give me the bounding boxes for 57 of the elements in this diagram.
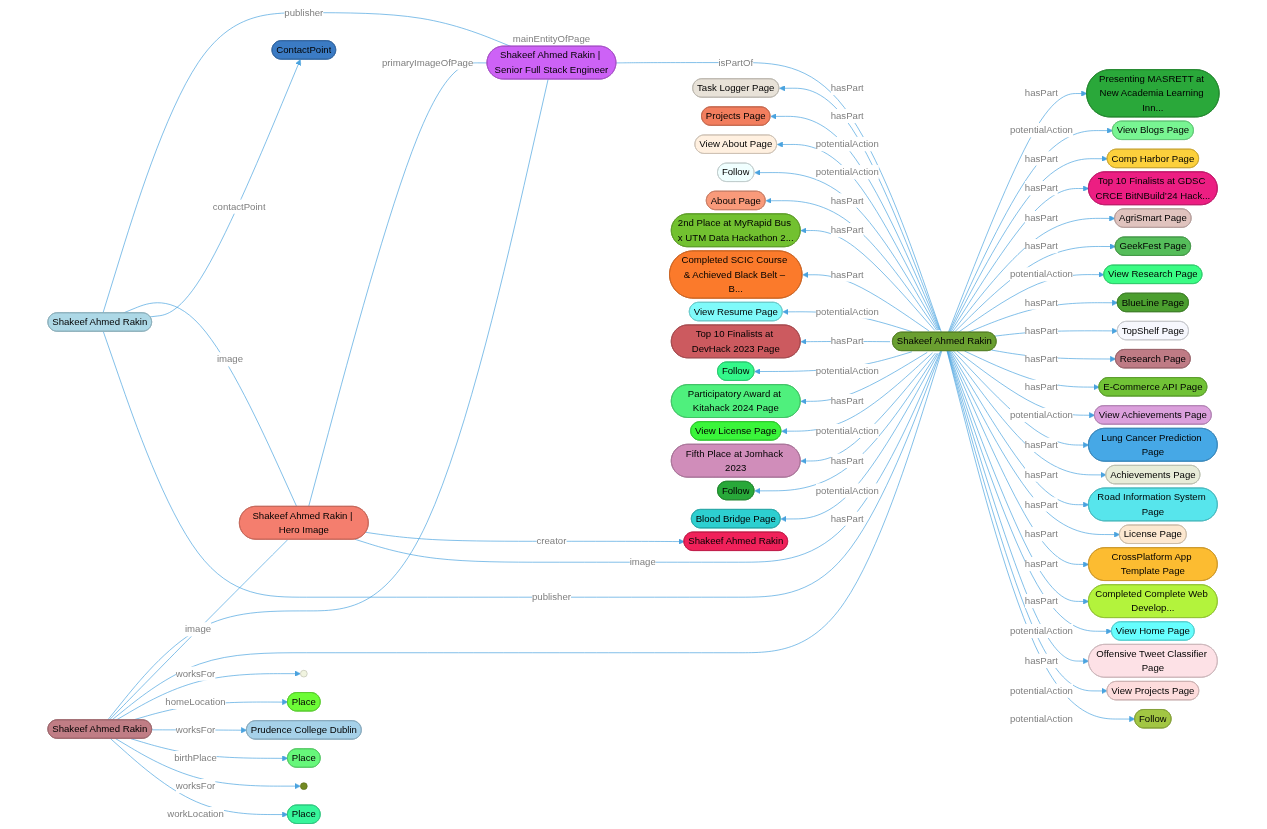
edge-label: hasPart (830, 395, 864, 407)
edge-label: creator (536, 535, 567, 547)
edge-label: potentialAction (815, 365, 879, 377)
edge-label: hasPart (1024, 182, 1058, 194)
edge-label: hasPart (1024, 296, 1058, 308)
edge-label: worksFor (175, 667, 216, 679)
edge-label: contactPoint (212, 200, 266, 212)
edge-label: hasPart (1024, 352, 1058, 364)
edge-label: potentialAction (1009, 625, 1073, 637)
edge-label: image (629, 556, 656, 568)
edge-label: hasPart (1024, 558, 1058, 570)
edge-label: hasPart (1024, 528, 1058, 540)
edge-label: worksFor (175, 780, 216, 792)
node-circle (300, 669, 308, 678)
edge-label: hasPart (1024, 212, 1058, 224)
edge-label: hasPart (1024, 324, 1058, 336)
edge-label: hasPart (1024, 152, 1058, 164)
edge-label: hasPart (830, 268, 864, 280)
edge-label: hasPart (1024, 595, 1058, 607)
edge-label: hasPart (830, 224, 864, 236)
edge-label: image (184, 623, 212, 635)
edge-label: potentialAction (815, 138, 879, 150)
edge-label: worksFor (175, 724, 216, 736)
edge-label: hasPart (830, 512, 864, 524)
edge-label: potentialAction (1009, 124, 1073, 136)
edge-label: homeLocation (165, 695, 226, 707)
edge-label: birthPlace (174, 752, 217, 764)
edge-label: workLocation (167, 808, 224, 820)
edge-label: primaryImageOfPage (382, 56, 474, 68)
edge-label: publisher (284, 6, 324, 18)
edge-label: publisher (531, 591, 571, 603)
edge-label: hasPart (1024, 240, 1058, 252)
connector (308, 62, 488, 507)
edge-label: hasPart (1024, 498, 1058, 510)
edge-label: potentialAction (1009, 409, 1073, 421)
edge-label: isPartOf (718, 56, 754, 68)
edge-label: hasPart (830, 194, 864, 206)
edge-label: potentialAction (815, 305, 879, 317)
connector (102, 331, 942, 598)
property-label: mainEntityOfPage (510, 32, 593, 45)
edge-label: hasPart (830, 454, 864, 466)
edge-label: hasPart (1024, 87, 1058, 99)
edge-label: potentialAction (1009, 268, 1073, 280)
edge-label: potentialAction (1009, 712, 1073, 724)
edge-label: hasPart (830, 110, 864, 122)
edge-label: hasPart (830, 335, 864, 347)
edge-label: potentialAction (815, 425, 879, 437)
edge-label: hasPart (1024, 438, 1058, 450)
edge-label: image (216, 353, 244, 365)
node-circle (300, 782, 308, 790)
edge-label: hasPart (1024, 654, 1058, 666)
edge-label: hasPart (830, 82, 864, 94)
edge-label: potentialAction (1009, 684, 1073, 696)
edge-label: hasPart (1024, 380, 1058, 392)
edge-label: hasPart (1024, 468, 1058, 480)
edge-label: potentialAction (815, 166, 879, 178)
edge-label: potentialAction (815, 484, 879, 496)
